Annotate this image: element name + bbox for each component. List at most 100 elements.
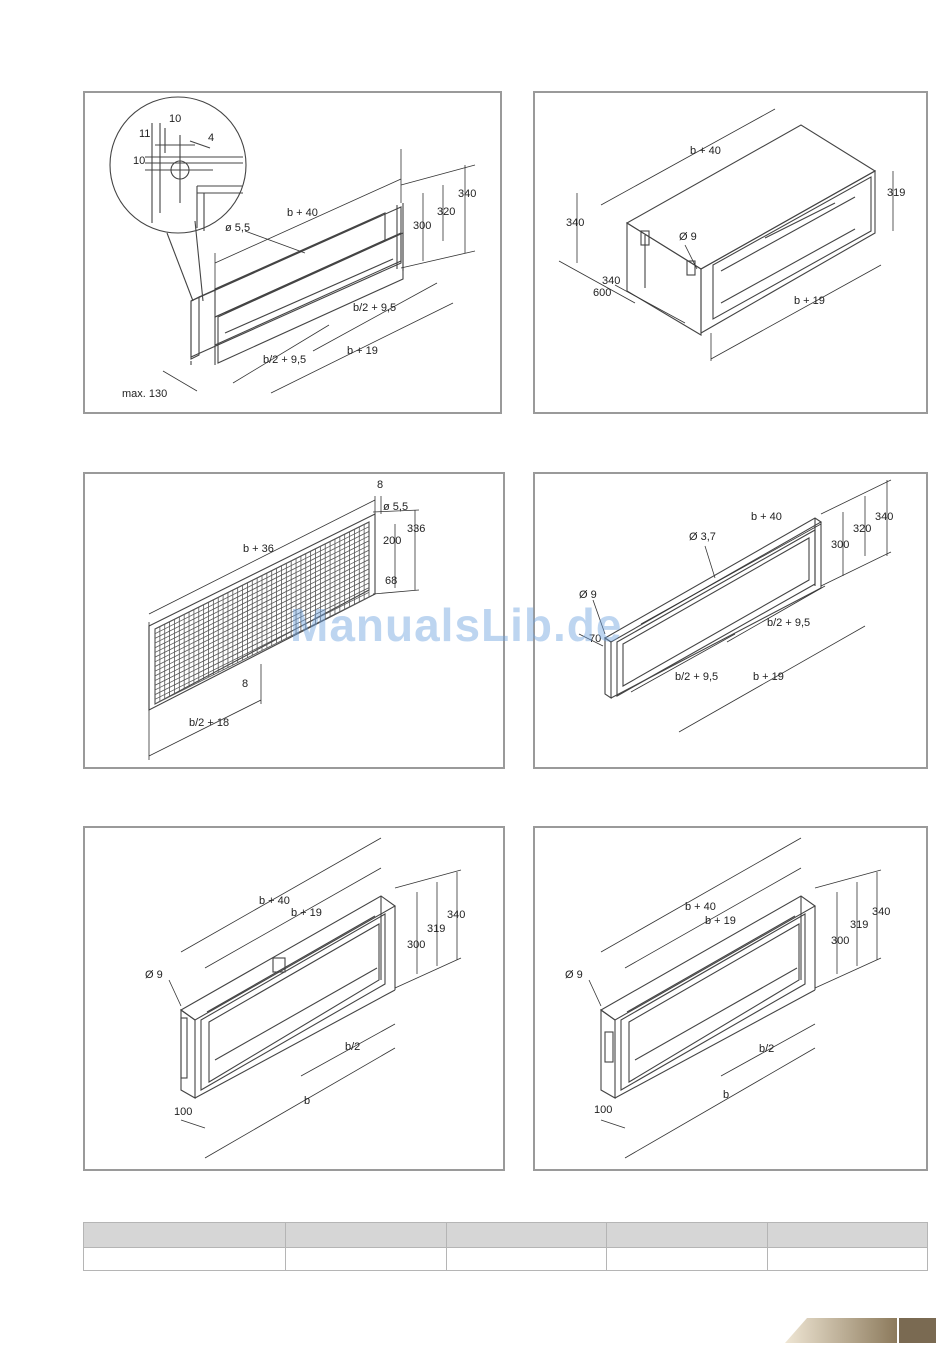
p4-d70: 70	[589, 633, 602, 645]
p6-d300: 300	[831, 935, 850, 947]
drawing-3-dims	[148, 496, 420, 760]
p4-b295b: b/2 + 9,5	[675, 671, 719, 683]
drawing-panel-3: 8 ø 5,5 b + 36 336 200 68 8 b/2 + 18	[83, 472, 505, 769]
grille-bar	[154, 568, 370, 677]
p5-b: b	[304, 1095, 311, 1107]
p3-d55: ø 5,5	[383, 501, 409, 513]
p1-b295a: b/2 + 9,5	[353, 302, 397, 314]
p2-b19: b + 19	[794, 295, 825, 307]
grille-bar	[154, 549, 370, 658]
drawing-2-dims	[558, 108, 894, 361]
p6-d9: Ø 9	[565, 969, 583, 981]
watermark-text: ManualsLib.de	[290, 599, 623, 651]
p4-d300: 300	[831, 539, 850, 551]
p6-b40: b + 40	[685, 901, 716, 913]
p6-d319: 319	[850, 919, 869, 931]
p1-dim-4: 4	[208, 132, 215, 144]
p2-d340b: 340	[602, 275, 621, 287]
grille-bar	[154, 573, 370, 681]
grille-bar	[154, 582, 370, 691]
p1-dim-10b: 10	[133, 155, 146, 167]
grille-bar	[154, 545, 370, 653]
p6-b: b	[723, 1089, 730, 1101]
p1-b295b: b/2 + 9,5	[263, 354, 307, 366]
p4-d9: Ø 9	[579, 589, 597, 601]
table-cell	[445, 1222, 608, 1248]
p1-max130: max. 130	[122, 388, 168, 400]
p3-d336: 336	[407, 523, 426, 535]
p3-d200: 200	[383, 535, 402, 547]
grille-bar	[154, 531, 370, 639]
drawing-panel-5: b + 40 b + 19 Ø 9 300 319 340 b/2 100 b	[83, 826, 505, 1171]
table-header-row	[82, 1222, 929, 1248]
drawing-4-dims	[578, 479, 892, 733]
drawing-panel-2: b + 40 340 Ø 9 340 600 319 b + 19	[533, 91, 928, 414]
table-cell	[285, 1222, 447, 1248]
p3-d68: 68	[385, 575, 398, 587]
p1-d55: ø 5,5	[225, 222, 251, 234]
drawing-panel-4: b + 40 Ø 3,7 340 320 300 Ø 9 70 b/2 + 9,…	[533, 472, 928, 769]
p2-d600: 600	[593, 287, 612, 299]
p5-d340: 340	[447, 909, 466, 921]
p2-d319: 319	[887, 187, 906, 199]
p4-d37: Ø 3,7	[689, 531, 716, 543]
p3-d8a: 8	[377, 479, 384, 491]
p5-d9: Ø 9	[145, 969, 163, 981]
p3-b36: b + 36	[243, 543, 274, 555]
drawing-1-dims	[162, 149, 476, 394]
p1-dim-11: 11	[139, 128, 151, 140]
grille-bar	[154, 577, 370, 686]
table-cell	[606, 1222, 768, 1248]
grille-bar	[154, 526, 370, 635]
drawing-5-svg	[179, 895, 397, 1099]
p3-d8b: 8	[242, 678, 249, 690]
p6-d100: 100	[594, 1104, 613, 1116]
drawing-4-svg	[603, 517, 823, 700]
p2-d9: Ø 9	[679, 231, 697, 243]
grille-bar	[154, 535, 370, 644]
drawing-6-dims	[588, 837, 882, 1159]
grille-bar	[154, 596, 370, 705]
drawing-panel-1: 10 11 4 10 b + 40 ø 5,5 340 320 300 b/2 …	[83, 91, 502, 414]
grille-bar	[154, 587, 370, 695]
p5-d100: 100	[174, 1106, 193, 1118]
p6-d340: 340	[872, 906, 891, 918]
page-tab-decoration	[785, 1318, 897, 1343]
table-cell	[82, 1247, 287, 1271]
table-cell	[766, 1222, 929, 1248]
grille-bar	[154, 559, 370, 667]
p4-d320: 320	[853, 523, 872, 535]
table-cell	[445, 1247, 608, 1271]
p1-b40: b + 40	[287, 207, 318, 219]
p1-dim-10: 10	[169, 113, 182, 125]
p5-b19: b + 19	[291, 907, 322, 919]
p2-b40: b + 40	[690, 145, 721, 157]
table-cell	[82, 1222, 287, 1248]
p1-b19: b + 19	[347, 345, 378, 357]
page-number-tab	[899, 1318, 936, 1343]
grille-bar	[154, 554, 370, 663]
drawing-5-dims	[168, 837, 462, 1159]
p4-d340: 340	[875, 511, 894, 523]
drawing-panel-6: b + 40 b + 19 Ø 9 300 319 340 b/2 100 b	[533, 826, 928, 1171]
p4-b40: b + 40	[751, 511, 782, 523]
spec-table	[82, 1222, 929, 1271]
grille-bar	[154, 521, 370, 630]
table-cell	[285, 1247, 447, 1271]
p5-b2: b/2	[345, 1041, 361, 1053]
p5-d319: 319	[427, 923, 446, 935]
p1-d300: 300	[413, 220, 432, 232]
grille-bar	[154, 591, 370, 700]
drawing-6-svg	[599, 895, 817, 1099]
p5-d300: 300	[407, 939, 426, 951]
drawing-1-svg	[109, 96, 404, 365]
p4-b295a: b/2 + 9,5	[767, 617, 811, 629]
p1-d340: 340	[458, 188, 477, 200]
p4-b19: b + 19	[753, 671, 784, 683]
drawing-2-svg	[625, 124, 877, 336]
p5-b40: b + 40	[259, 895, 290, 907]
table-row	[82, 1247, 929, 1271]
table-cell	[766, 1247, 929, 1271]
p6-b2: b/2	[759, 1043, 775, 1055]
